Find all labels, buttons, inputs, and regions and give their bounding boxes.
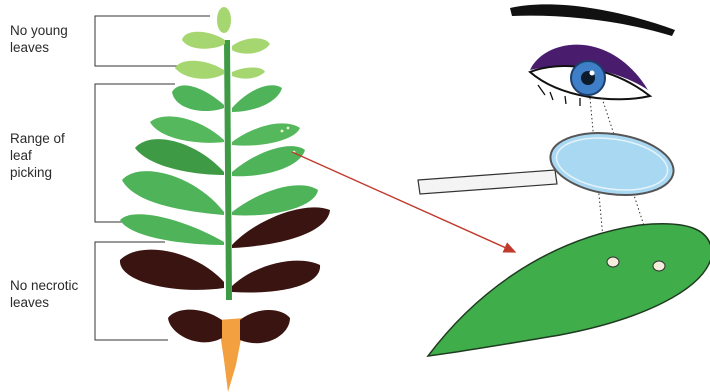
stem (224, 40, 232, 300)
magnifying-glass-icon (418, 126, 678, 203)
spot (607, 257, 619, 267)
plant-diagram (120, 7, 330, 392)
young-leaves (175, 7, 270, 79)
spot (653, 261, 665, 271)
pointer-arrow (292, 152, 515, 252)
eye-icon (510, 4, 675, 106)
leaf-closeup (428, 224, 710, 356)
